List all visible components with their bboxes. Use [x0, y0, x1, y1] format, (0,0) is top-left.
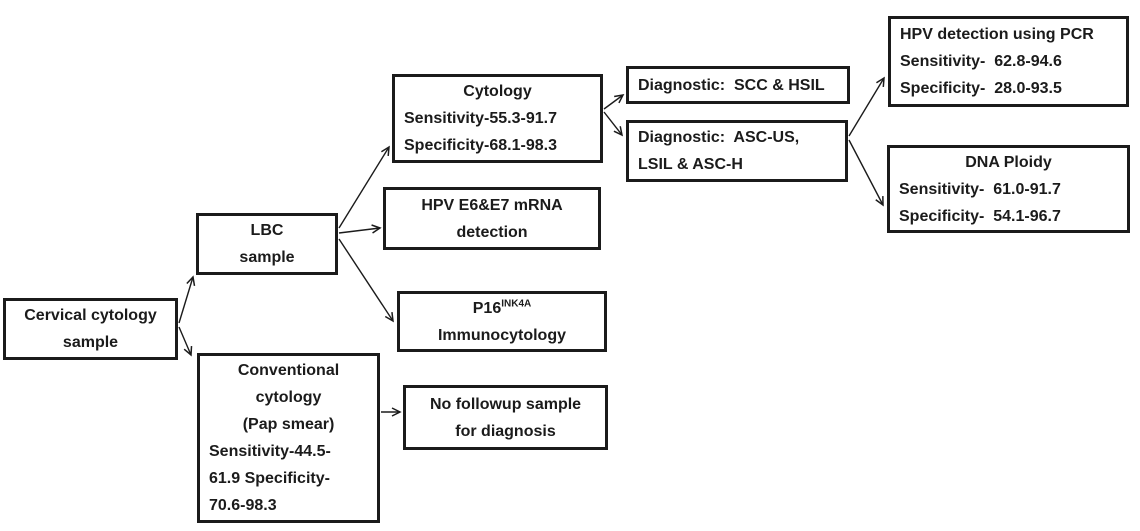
- arrow-diag-asc-to-dna-ploidy: [848, 139, 884, 207]
- node-line: Conventional: [237, 362, 340, 379]
- arrow-cervical-to-conventional: [178, 326, 193, 357]
- arrow-lbc-to-p16: [338, 238, 394, 323]
- node-line: Specificity- 28.0-93.5: [900, 80, 1062, 97]
- node-line: P16INK4A: [400, 295, 604, 322]
- node-line: Immunocytology: [437, 326, 566, 344]
- arrow-lbc-to-cytology: [338, 145, 390, 229]
- node-cytology-stats: Cytology Sensitivity-55.3-91.7 Specifici…: [392, 74, 603, 163]
- node-conventional-cytology-pap-smear: Conventional cytology (Pap smear) Sensit…: [197, 353, 380, 523]
- node-hpv-e6e7-mrna-detection: HPV E6&E7 mRNA detection: [383, 187, 601, 250]
- node-line: Sensitivity- 62.8-94.6: [900, 53, 1062, 70]
- node-line: sample: [62, 334, 119, 351]
- arrow-cervical-to-lbc: [178, 275, 196, 324]
- node-line: Sensitivity-55.3-91.7: [404, 110, 557, 127]
- node-line: for diagnosis: [455, 422, 556, 440]
- node-line: Specificity- 54.1-96.7: [899, 207, 1061, 225]
- node-line: Specificity-68.1-98.3: [404, 137, 557, 154]
- node-line: Diagnostic: SCC & HSIL: [638, 76, 825, 94]
- node-p16-immunocytology: P16INK4A Immunocytology: [397, 291, 607, 352]
- node-diagnostic-scc-hsil: Diagnostic: SCC & HSIL: [626, 66, 850, 104]
- arrow-lbc-to-hpv-mrna: [338, 224, 382, 234]
- p16-superscript: INK4A: [501, 298, 532, 310]
- node-no-followup-sample: No followup sample for diagnosis: [403, 385, 608, 450]
- node-lbc-sample: LBC sample: [196, 213, 338, 275]
- node-line: Cytology: [463, 83, 532, 100]
- node-hpv-detection-pcr: HPV detection using PCR Sensitivity- 62.…: [888, 16, 1129, 107]
- arrow-cytology-to-diag-asc: [603, 111, 624, 137]
- node-line: No followup sample: [429, 395, 582, 413]
- node-line: HPV detection using PCR: [900, 26, 1094, 43]
- node-line: 70.6-98.3: [209, 497, 277, 514]
- node-cervical-cytology-sample: Cervical cytology sample: [3, 298, 178, 360]
- node-line: DNA Ploidy: [965, 153, 1052, 171]
- node-line: Cervical cytology: [24, 307, 157, 324]
- arrow-cytology-to-diag-scc: [603, 94, 625, 110]
- arrow-diag-asc-to-hpv-pcr: [848, 76, 885, 137]
- node-line: LSIL & ASC-H: [638, 156, 743, 173]
- node-line: Sensitivity-44.5-: [209, 443, 331, 460]
- node-line: sample: [239, 249, 295, 266]
- p16-base-text: P16: [472, 299, 502, 317]
- node-line: Diagnostic: ASC-US,: [638, 129, 800, 146]
- node-line: 61.9 Specificity-: [209, 470, 330, 487]
- node-line: LBC: [250, 222, 284, 239]
- node-line: (Pap smear): [242, 416, 335, 433]
- node-diagnostic-ascus-lsil-asch: Diagnostic: ASC-US, LSIL & ASC-H: [626, 120, 848, 182]
- node-dna-ploidy: DNA Ploidy Sensitivity- 61.0-91.7 Specif…: [887, 145, 1130, 233]
- node-line: HPV E6&E7 mRNA: [421, 196, 563, 214]
- node-line: detection: [456, 223, 528, 241]
- node-line: Sensitivity- 61.0-91.7: [899, 180, 1061, 198]
- node-line: cytology: [255, 389, 322, 406]
